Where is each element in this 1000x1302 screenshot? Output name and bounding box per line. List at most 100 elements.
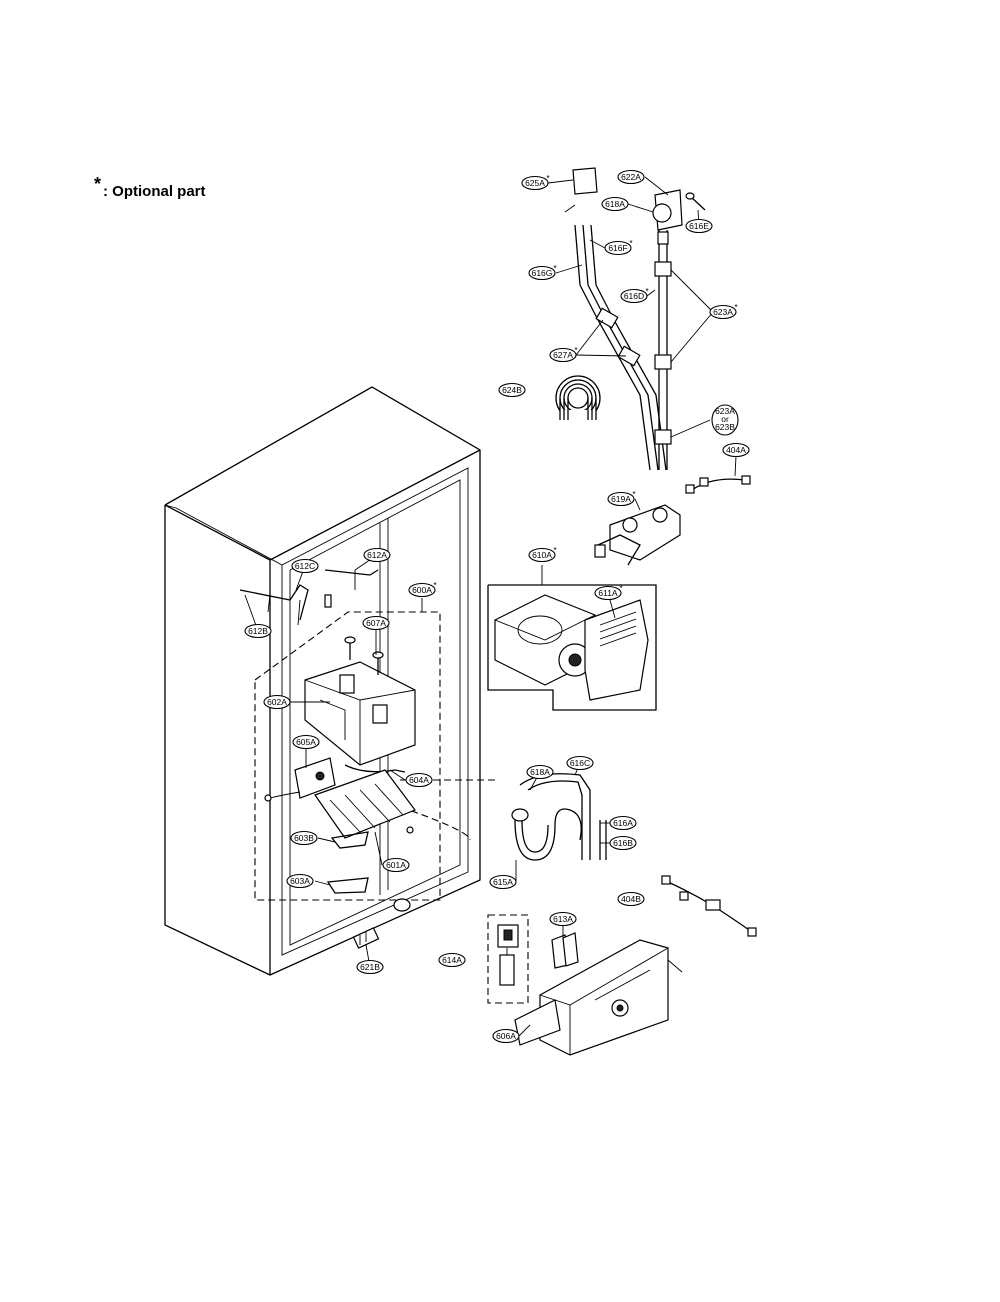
- callout-text: 623A: [715, 406, 735, 416]
- callout-text: 624B: [502, 385, 522, 395]
- tubing-coil: [555, 375, 601, 425]
- callout-text: 622A: [621, 172, 641, 182]
- callout-616f: 616F*: [604, 238, 633, 256]
- callout-text: 627A: [553, 350, 573, 360]
- callout-612b: 612B: [244, 623, 272, 639]
- callout-text: 616A: [613, 818, 633, 828]
- callout-bubble: [408, 582, 436, 598]
- callout-624b: 624B: [498, 382, 526, 398]
- callout-616d: 616D*: [620, 286, 649, 304]
- callout-text: 612A: [367, 550, 387, 560]
- callout-621b: 621B: [356, 959, 384, 975]
- callout-bubble: [722, 442, 750, 458]
- callout-text: 610A: [532, 550, 552, 560]
- callout-616c: 616C: [566, 755, 594, 771]
- callout-text: 623A: [713, 307, 733, 317]
- callout-text: 618A: [605, 199, 625, 209]
- callout-616a: 616A: [609, 815, 637, 831]
- tube-connector: [652, 189, 683, 245]
- callout-text: 619A: [611, 494, 631, 504]
- callout-bubble: [292, 734, 320, 750]
- callout-bubble: [382, 857, 410, 873]
- callout-bubble: [528, 547, 556, 563]
- water-fitting: [352, 927, 380, 949]
- optional-star-marker: *: [645, 286, 649, 296]
- callout-text: 616C: [570, 758, 590, 768]
- callout-bubble: [711, 404, 739, 436]
- callout-bubble: [604, 240, 632, 256]
- icemaker-bracket: [304, 661, 416, 766]
- optional-star-marker: *: [553, 263, 557, 273]
- callout-600a: 600A*: [408, 580, 437, 598]
- mounting-brackets: [239, 569, 379, 626]
- optional-star-marker: *: [734, 302, 738, 312]
- callout-610a: 610A*: [528, 545, 557, 563]
- optional-star-marker: *: [546, 173, 550, 183]
- callout-text: 603B: [294, 833, 314, 843]
- fill-tube-fitting: [393, 898, 411, 912]
- callout-text: 605A: [296, 737, 316, 747]
- callout-623a: 623A*: [709, 302, 738, 320]
- ice-bucket-outline: [487, 584, 657, 711]
- callout-602a: 602A: [263, 694, 291, 710]
- callout-bubble: [291, 558, 319, 574]
- callout-bubble: [549, 911, 577, 927]
- water-valve: [594, 504, 681, 566]
- callout-bubble: [609, 815, 637, 831]
- callout-text: 606A: [496, 1031, 516, 1041]
- fill-tube-heater: [511, 773, 607, 861]
- callout-615a: 615A: [489, 874, 517, 890]
- callout-bubble: [528, 265, 556, 281]
- callout-604a: 604A: [405, 772, 433, 788]
- callout-bubble: [521, 175, 549, 191]
- callout-bubble: [709, 304, 737, 320]
- callout-text: or: [721, 414, 729, 424]
- callout-text: 616E: [689, 221, 709, 231]
- callout-619a: 619A*: [607, 489, 636, 507]
- callout-625a: 625A*: [521, 173, 550, 191]
- screw-616e: [685, 192, 706, 211]
- callout-text: 602A: [267, 697, 287, 707]
- optional-star-marker: *: [553, 545, 557, 555]
- icemaker-screws: [344, 636, 384, 675]
- callout-607a: 607A: [362, 615, 390, 631]
- callout-603b: 603B: [290, 830, 318, 846]
- callout-bubble: [498, 382, 526, 398]
- callout-bubble: [607, 491, 635, 507]
- callout-bubble: [685, 218, 713, 234]
- callout-text: 616G: [532, 268, 553, 278]
- icemaker-motor: [264, 757, 336, 802]
- callout-404b: 404B: [617, 891, 645, 907]
- callout-text: 601A: [386, 860, 406, 870]
- callout-605a: 605A: [292, 734, 320, 750]
- callout-627a: 627A*: [549, 345, 578, 363]
- optional-valve: [564, 167, 598, 213]
- callout-text: 618A: [530, 767, 550, 777]
- callout-bubble: [356, 959, 384, 975]
- callout-618a-lower: 618A: [526, 764, 554, 780]
- callout-text: 600A: [412, 585, 432, 595]
- leader-lines: [244, 176, 737, 1037]
- filter-assembly: [487, 914, 529, 1004]
- callout-text: 625A: [525, 178, 545, 188]
- callout-404a: 404A: [722, 442, 750, 458]
- callout-bubble: [566, 755, 594, 771]
- callout-bubble: [244, 623, 272, 639]
- optional-star-marker: *: [574, 345, 578, 355]
- callout-bubble: [609, 835, 637, 851]
- ice-bucket-cover: [584, 599, 649, 701]
- callout-618a: 618A: [601, 196, 629, 212]
- callout-614a: 614A: [438, 952, 466, 968]
- callout-612a: 612A: [363, 547, 391, 563]
- callout-text: 612B: [248, 626, 268, 636]
- ice-tray: [314, 769, 416, 839]
- callout-616g: 616G*: [528, 263, 557, 281]
- callout-622a: 622A: [617, 169, 645, 185]
- callout-bubble: [489, 874, 517, 890]
- callout-text: 404B: [621, 894, 641, 904]
- callout-text: 604A: [409, 775, 429, 785]
- icemaker-harness: [344, 764, 406, 773]
- legend-text: : Optional part: [103, 183, 206, 200]
- callout-bubble: [617, 169, 645, 185]
